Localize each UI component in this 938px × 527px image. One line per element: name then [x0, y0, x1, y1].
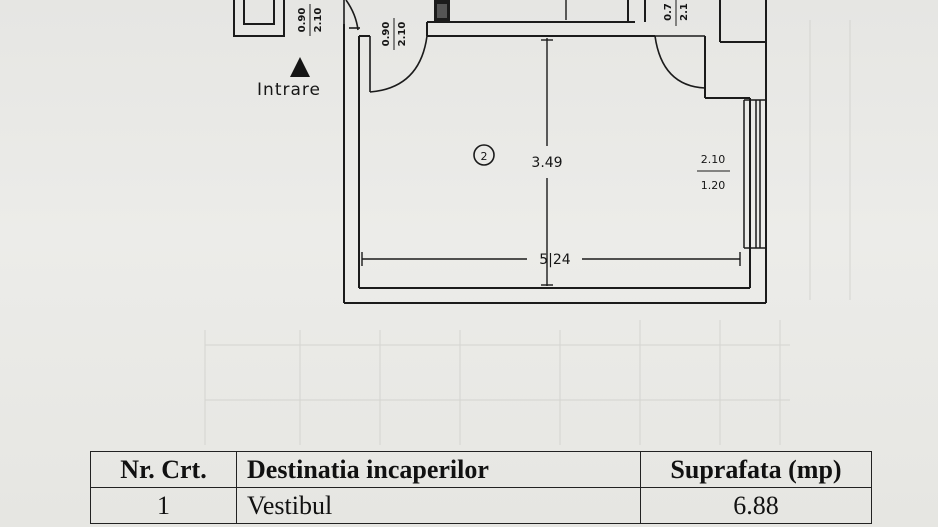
window-width-label: 1.20: [701, 179, 726, 192]
entrance-arrow-icon: [290, 57, 310, 77]
height-dimension-label: 3.49: [531, 155, 562, 171]
table-header-row: Nr. Crt. Destinatia incaperilor Suprafat…: [90, 451, 872, 488]
window-height-label: 2.10: [701, 153, 726, 166]
cell-nr: 1: [90, 487, 237, 524]
door3-dimension-label: 0.7 2.1: [663, 0, 690, 26]
upper-right-door: [654, 35, 706, 98]
table-row: 1 Vestibul 6.88: [90, 487, 872, 524]
window: [743, 99, 766, 249]
paper-ghost-lines: [204, 20, 851, 445]
door3-height: 2.1: [679, 3, 690, 21]
entrance-door: [343, 0, 360, 31]
header-area: Suprafata (mp): [640, 451, 872, 488]
table-header: Nr. Crt. Destinatia incaperilor Suprafat…: [90, 451, 872, 488]
cell-destination: Vestibul: [236, 487, 641, 524]
width-dimension-line: [361, 252, 741, 266]
cell-area: 6.88: [640, 487, 872, 524]
floor-plan-drawing: 2 3.49 5|24 2.10 1.20 Intrare 0.90 2.10 …: [204, 0, 851, 445]
header-nr: Nr. Crt.: [90, 451, 237, 488]
door1-width: 0.90: [297, 8, 308, 33]
door1-height: 2.10: [313, 8, 324, 33]
room-area-table: Nr. Crt. Destinatia incaperilor Suprafat…: [90, 451, 872, 524]
top-left-room-fragment: [233, 0, 285, 37]
room-number-circle: [473, 144, 495, 166]
width-dimension-label: 5|24: [539, 252, 571, 268]
inner-door: [369, 35, 428, 93]
entrance-label: Intrare: [257, 80, 321, 100]
room-number: 2: [481, 150, 488, 163]
header-destination: Destinatia incaperilor: [236, 451, 641, 488]
door2-dimension-label: 0.90 2.10: [381, 18, 408, 50]
door2-width: 0.90: [381, 22, 392, 47]
door2-height: 2.10: [397, 22, 408, 47]
door3-width: 0.7: [663, 3, 674, 21]
utility-box-inner: [437, 4, 447, 18]
door1-dimension-label: 0.90 2.10: [297, 4, 324, 36]
table-body: 1 Vestibul 6.88: [90, 487, 872, 524]
height-dimension-line: [541, 0, 567, 286]
